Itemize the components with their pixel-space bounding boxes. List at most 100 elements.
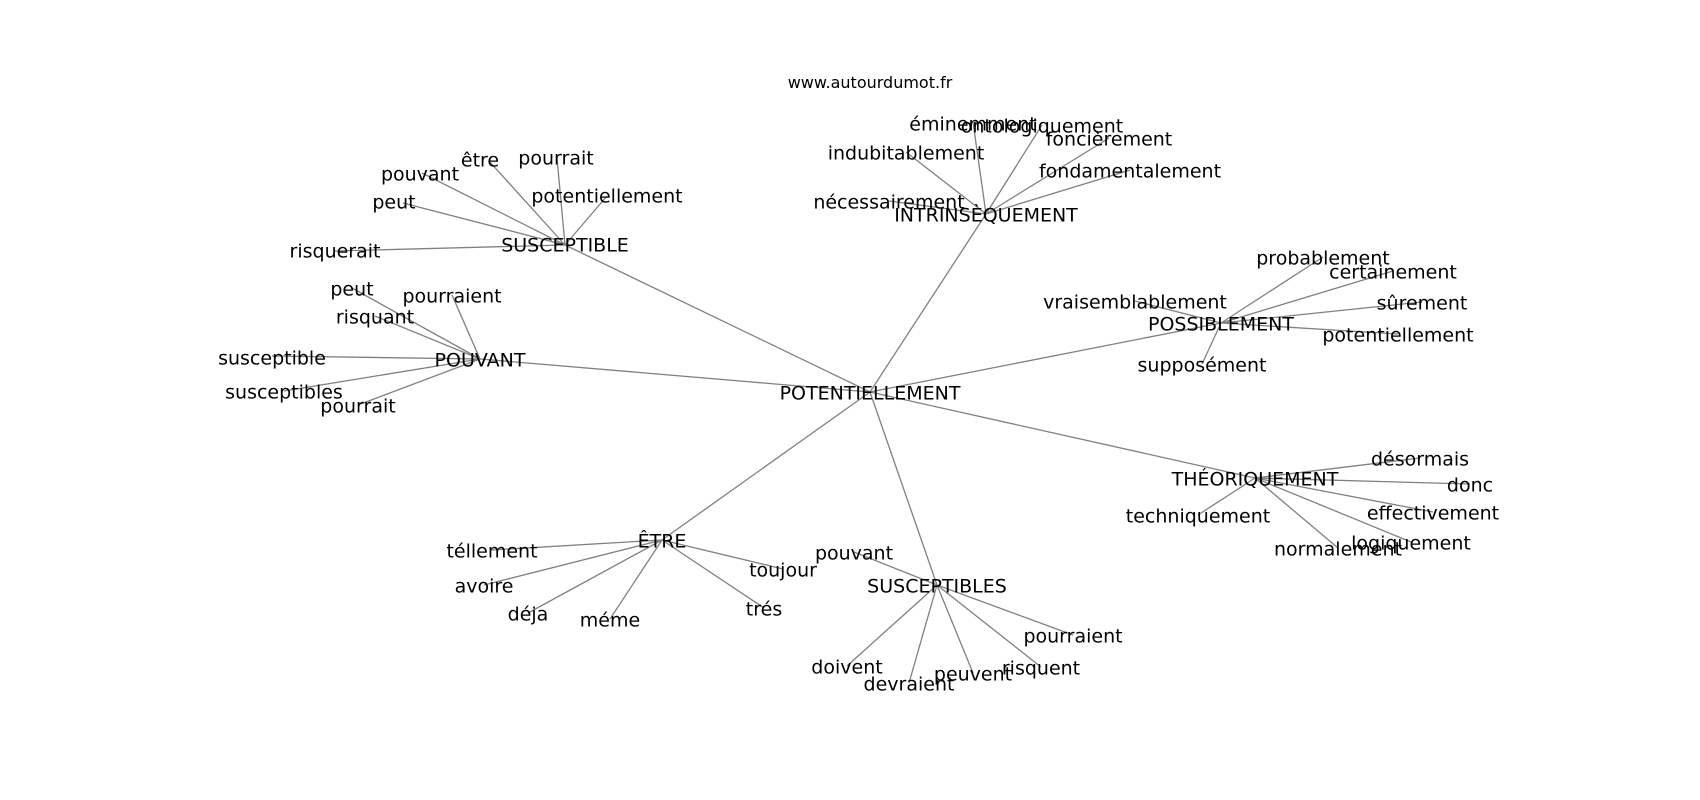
node-label-n48: peuvent xyxy=(934,664,1012,686)
edge-n8-n14 xyxy=(888,200,987,215)
edge-n22-n23 xyxy=(1220,256,1324,324)
edge-n0-n8 xyxy=(869,213,987,393)
node-label-n31: donc xyxy=(1447,475,1493,497)
edge-n29-n32 xyxy=(1197,477,1256,516)
node-label-n25: vraisemblablement xyxy=(1043,292,1227,314)
edge-n36-n41 xyxy=(661,539,784,570)
node-label-n29: THÉORIQUEMENT xyxy=(1171,468,1339,491)
node-label-n9: éminemment xyxy=(909,114,1036,136)
edge-n36-n42 xyxy=(661,539,765,609)
edge-n22-n25 xyxy=(1134,300,1222,324)
edge-n43-n46 xyxy=(846,584,938,667)
node-label-n32: techniquement xyxy=(1126,506,1270,528)
node-label-n17: pourraient xyxy=(402,286,501,308)
edge-n1-n5 xyxy=(402,202,566,246)
edge-n36-n38 xyxy=(483,539,663,586)
edge-n22-n26 xyxy=(1220,301,1423,324)
graph-edges xyxy=(271,121,1471,684)
edge-n22-n28 xyxy=(1201,322,1222,365)
node-label-n36: ÊTRE xyxy=(638,530,687,553)
edge-n0-n1 xyxy=(564,244,871,393)
node-label-n14: nécessairement xyxy=(813,192,964,214)
node-label-n33: effectivement xyxy=(1367,503,1499,525)
node-label-n42: trés xyxy=(746,599,782,621)
edge-n43-n49 xyxy=(936,584,1042,668)
edge-n8-n13 xyxy=(985,169,1131,215)
node-label-n4: pourrait xyxy=(518,148,593,170)
node-label-n38: avoire xyxy=(455,576,514,598)
node-label-n12: indubitablement xyxy=(828,143,985,165)
node-label-n0: POTENTIELLEMENT xyxy=(780,383,961,405)
edge-n0-n43 xyxy=(869,391,938,586)
edge-n15-n21 xyxy=(357,358,481,406)
node-label-n1: SUSCEPTIBLE xyxy=(501,235,629,257)
edge-n29-n35 xyxy=(1254,477,1339,549)
edge-n22-n24 xyxy=(1220,270,1394,324)
node-label-n5: peut xyxy=(372,192,415,214)
node-label-n3: être xyxy=(461,150,499,172)
node-label-n21: pourrait xyxy=(320,396,395,418)
source-credit: www.autourdumot.fr xyxy=(788,73,953,92)
node-label-n47: devraient xyxy=(864,674,955,696)
edge-n1-n2 xyxy=(421,172,566,246)
node-label-n26: sûrement xyxy=(1377,293,1468,315)
edge-n29-n34 xyxy=(1254,477,1412,543)
node-label-n11: foncièrement xyxy=(1046,129,1173,151)
edge-n22-n27 xyxy=(1220,322,1399,335)
node-label-n43: SUSCEPTIBLES xyxy=(867,576,1007,598)
node-label-n30: désormais xyxy=(1371,449,1469,471)
edge-n15-n20 xyxy=(283,358,481,392)
node-label-n40: méme xyxy=(580,610,640,632)
node-label-n24: certainement xyxy=(1329,262,1457,284)
edge-n8-n9 xyxy=(972,121,987,215)
edge-n0-n22 xyxy=(869,322,1222,393)
node-label-n10: ontologiquement xyxy=(961,116,1123,138)
edge-n43-n44 xyxy=(853,551,938,586)
node-label-n7: risquerait xyxy=(290,241,381,263)
edge-n1-n3 xyxy=(488,160,566,246)
node-label-n23: probablement xyxy=(1256,248,1390,270)
edge-n1-n6 xyxy=(564,195,608,246)
edge-n29-n33 xyxy=(1254,477,1434,513)
edge-n0-n15 xyxy=(479,358,871,393)
node-label-n2: pouvant xyxy=(381,164,459,186)
edge-n43-n48 xyxy=(936,584,974,674)
edge-n1-n7 xyxy=(334,244,566,252)
node-label-n45: pourraient xyxy=(1023,626,1122,648)
edge-n0-n36 xyxy=(661,391,871,541)
edge-n43-n47 xyxy=(908,584,938,684)
node-label-n46: doivent xyxy=(811,657,882,679)
node-label-n35: normalement xyxy=(1274,539,1402,561)
edge-n8-n12 xyxy=(905,151,987,215)
edge-n8-n10 xyxy=(985,124,1043,215)
node-label-n41: toujour xyxy=(749,560,817,582)
node-label-n37: téllement xyxy=(446,541,537,563)
node-label-n18: risquant xyxy=(336,307,414,329)
node-label-n34: logiquement xyxy=(1351,533,1471,555)
node-label-n28: supposément xyxy=(1138,355,1267,377)
edge-n29-n30 xyxy=(1254,457,1421,479)
edge-n43-n45 xyxy=(936,584,1074,636)
edge-n15-n19 xyxy=(271,355,481,360)
edge-n15-n16 xyxy=(351,287,481,360)
node-label-n27: potentiellement xyxy=(1322,325,1473,347)
edge-n29-n31 xyxy=(1254,477,1471,485)
node-label-n16: peut xyxy=(330,279,373,301)
node-label-n19: susceptible xyxy=(218,348,326,370)
edge-n36-n37 xyxy=(491,539,663,551)
edge-n36-n40 xyxy=(609,539,663,620)
edge-n15-n17 xyxy=(451,294,481,360)
node-label-n8: INTRINSÈQUEMENT xyxy=(894,204,1078,227)
node-label-n13: fondamentalement xyxy=(1039,161,1221,183)
node-label-n49: risquent xyxy=(1002,658,1080,680)
edge-n36-n39 xyxy=(527,539,663,614)
edge-n8-n11 xyxy=(985,137,1110,215)
node-label-n20: susceptibles xyxy=(225,382,343,404)
node-label-n22: POSSIBLEMENT xyxy=(1148,314,1294,336)
edge-n1-n4 xyxy=(556,157,566,246)
edge-n15-n18 xyxy=(374,315,481,360)
node-label-n39: déja xyxy=(508,604,549,626)
node-label-n15: POUVANT xyxy=(435,350,526,372)
